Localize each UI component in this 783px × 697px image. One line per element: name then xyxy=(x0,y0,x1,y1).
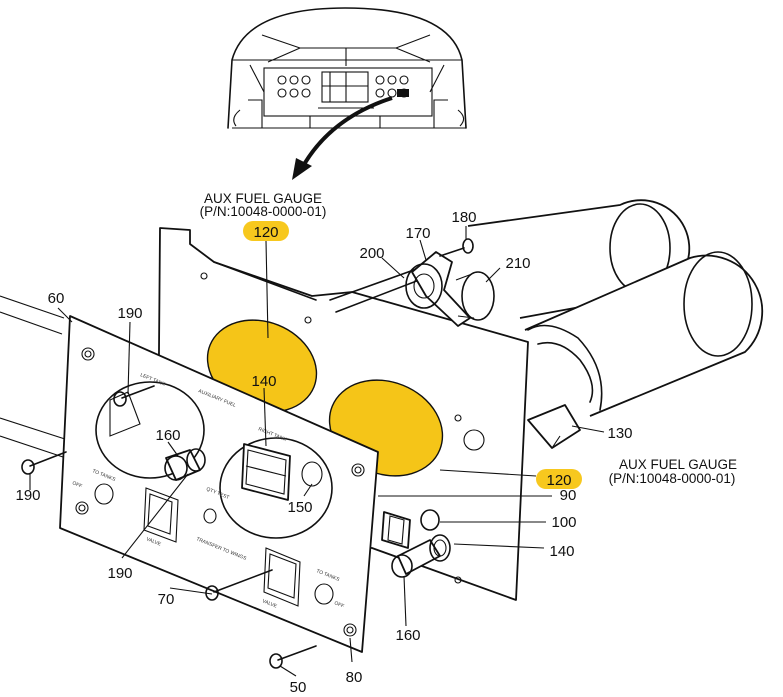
callout-120-top: 120 xyxy=(253,224,278,241)
callout-180: 180 xyxy=(451,209,476,226)
marking-valve-right: VALVE xyxy=(261,598,278,610)
screw-190-a xyxy=(113,385,155,407)
front-face-plate: LEFT TANK AUXILIARY FUEL RIGHT TANK TO T… xyxy=(59,315,379,653)
callout-60: 60 xyxy=(48,290,65,307)
knob-160-right xyxy=(391,534,451,578)
callout-90: 90 xyxy=(560,487,577,504)
knob-160-left xyxy=(164,448,206,481)
callout-140-right: 140 xyxy=(549,543,574,560)
gauge-bodies xyxy=(467,199,764,449)
callout-140-window: 140 xyxy=(251,373,276,390)
callout-100: 100 xyxy=(551,514,576,531)
switch-bracket-90 xyxy=(381,511,411,549)
marking-off-left: OFF xyxy=(71,480,83,489)
cockpit-overview-icon xyxy=(227,7,467,129)
top-gauge-part-number: (P/N:10048-0000-01) xyxy=(200,204,327,219)
callout-200: 200 xyxy=(359,245,384,262)
screw-50 xyxy=(269,645,317,669)
callout-80: 80 xyxy=(346,669,363,686)
callout-150: 150 xyxy=(287,499,312,516)
callout-160-left: 160 xyxy=(155,427,180,444)
screw-190-b xyxy=(21,451,67,475)
callout-190-bottom: 190 xyxy=(107,565,132,582)
callout-130: 130 xyxy=(607,425,632,442)
leader-lines xyxy=(29,226,605,677)
callout-210: 210 xyxy=(505,255,530,272)
callout-160-right: 160 xyxy=(395,627,420,644)
rod-and-hardware xyxy=(213,238,495,327)
callout-50: 50 xyxy=(290,679,307,696)
callout-190-top: 190 xyxy=(117,305,142,322)
right-gauge-part-number: (P/N:10048-0000-01) xyxy=(609,471,736,486)
callout-120-right: 120 xyxy=(546,472,571,489)
marking-valve-left: VALVE xyxy=(145,536,162,548)
right-gauge-title: AUX FUEL GAUGE xyxy=(619,457,737,472)
callout-190-left: 190 xyxy=(15,487,40,504)
callout-120-top-highlight xyxy=(243,221,289,241)
marking-off-right: OFF xyxy=(333,600,345,609)
curved-arrow-icon xyxy=(292,96,393,180)
callout-120-right-highlight xyxy=(536,469,582,489)
top-gauge-title: AUX FUEL GAUGE xyxy=(204,191,322,206)
callout-70: 70 xyxy=(158,591,175,608)
washer-100 xyxy=(420,509,440,531)
callout-170: 170 xyxy=(405,225,430,242)
